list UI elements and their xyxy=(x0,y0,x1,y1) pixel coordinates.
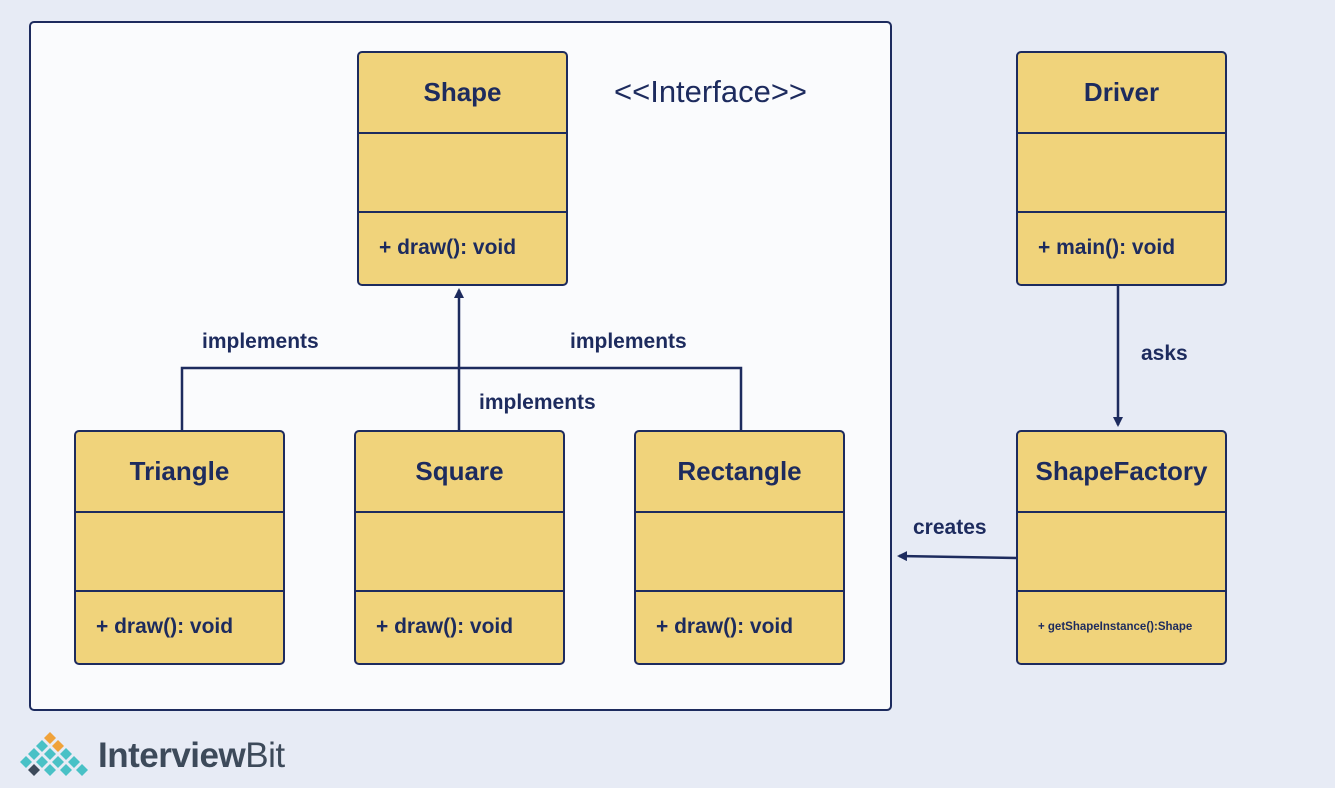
implements-label-left: implements xyxy=(202,330,319,353)
class-attributes xyxy=(356,513,563,592)
class-name: Rectangle xyxy=(636,432,843,513)
class-operation: + draw(): void xyxy=(656,615,794,638)
class-name: Triangle xyxy=(76,432,283,513)
class-operation: + draw(): void xyxy=(379,236,517,259)
class-attributes xyxy=(359,134,566,213)
diamond-grid-icon xyxy=(20,732,88,776)
shapefactory-class-box[interactable]: ShapeFactory + getShapeInstance():Shape xyxy=(1016,430,1227,665)
rectangle-class-box[interactable]: Rectangle + draw(): void xyxy=(634,430,845,665)
shape-class-box[interactable]: Shape + draw(): void xyxy=(357,51,568,286)
interviewbit-logo: InterviewBit xyxy=(14,730,289,780)
implements-label-right: implements xyxy=(570,330,687,353)
creates-label: creates xyxy=(913,516,987,539)
interface-stereotype-label: <<Interface>> xyxy=(614,74,808,109)
class-name: Shape xyxy=(359,53,566,134)
asks-label: asks xyxy=(1141,342,1188,365)
class-name: ShapeFactory xyxy=(1018,432,1225,513)
creates-arrow xyxy=(897,551,1018,562)
class-name: Square xyxy=(356,432,563,513)
class-operation: + main(): void xyxy=(1038,236,1176,259)
class-attributes xyxy=(636,513,843,592)
driver-class-box[interactable]: Driver + main(): void xyxy=(1016,51,1227,286)
class-attributes xyxy=(1018,513,1225,592)
implements-label-center: implements xyxy=(479,391,596,414)
class-operation: + draw(): void xyxy=(96,615,234,638)
logo-text-bold: Interview xyxy=(98,736,246,775)
class-operation: + getShapeInstance():Shape xyxy=(1038,621,1193,633)
implements-connector-left-right xyxy=(180,366,743,431)
triangle-class-box[interactable]: Triangle + draw(): void xyxy=(74,430,285,665)
class-operation: + draw(): void xyxy=(376,615,514,638)
class-attributes xyxy=(76,513,283,592)
square-class-box[interactable]: Square + draw(): void xyxy=(354,430,565,665)
logo-text-light: Bit xyxy=(245,736,285,775)
logo-wordmark: InterviewBit xyxy=(98,736,285,776)
class-name: Driver xyxy=(1018,53,1225,134)
class-attributes xyxy=(1018,134,1225,213)
